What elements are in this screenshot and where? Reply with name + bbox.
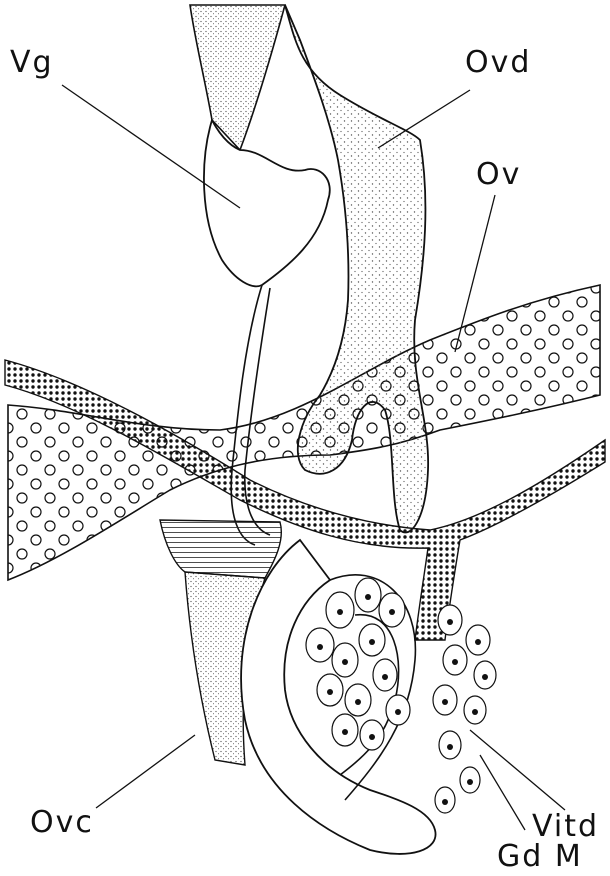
oviduct bbox=[285, 5, 428, 533]
label-ovd: Ovd bbox=[465, 48, 531, 78]
label-ov: Ov bbox=[476, 160, 521, 190]
upper-duct bbox=[190, 5, 285, 150]
label-gdm: Gd M bbox=[497, 842, 583, 872]
leader-ovc bbox=[96, 735, 195, 808]
leader-ovd bbox=[378, 90, 470, 148]
leader-vitd bbox=[470, 730, 565, 810]
leader-gdm bbox=[480, 755, 525, 830]
label-ovc: Ovc bbox=[30, 808, 94, 838]
label-vg: Vg bbox=[10, 48, 54, 78]
label-vitd: Vitd bbox=[532, 812, 599, 842]
